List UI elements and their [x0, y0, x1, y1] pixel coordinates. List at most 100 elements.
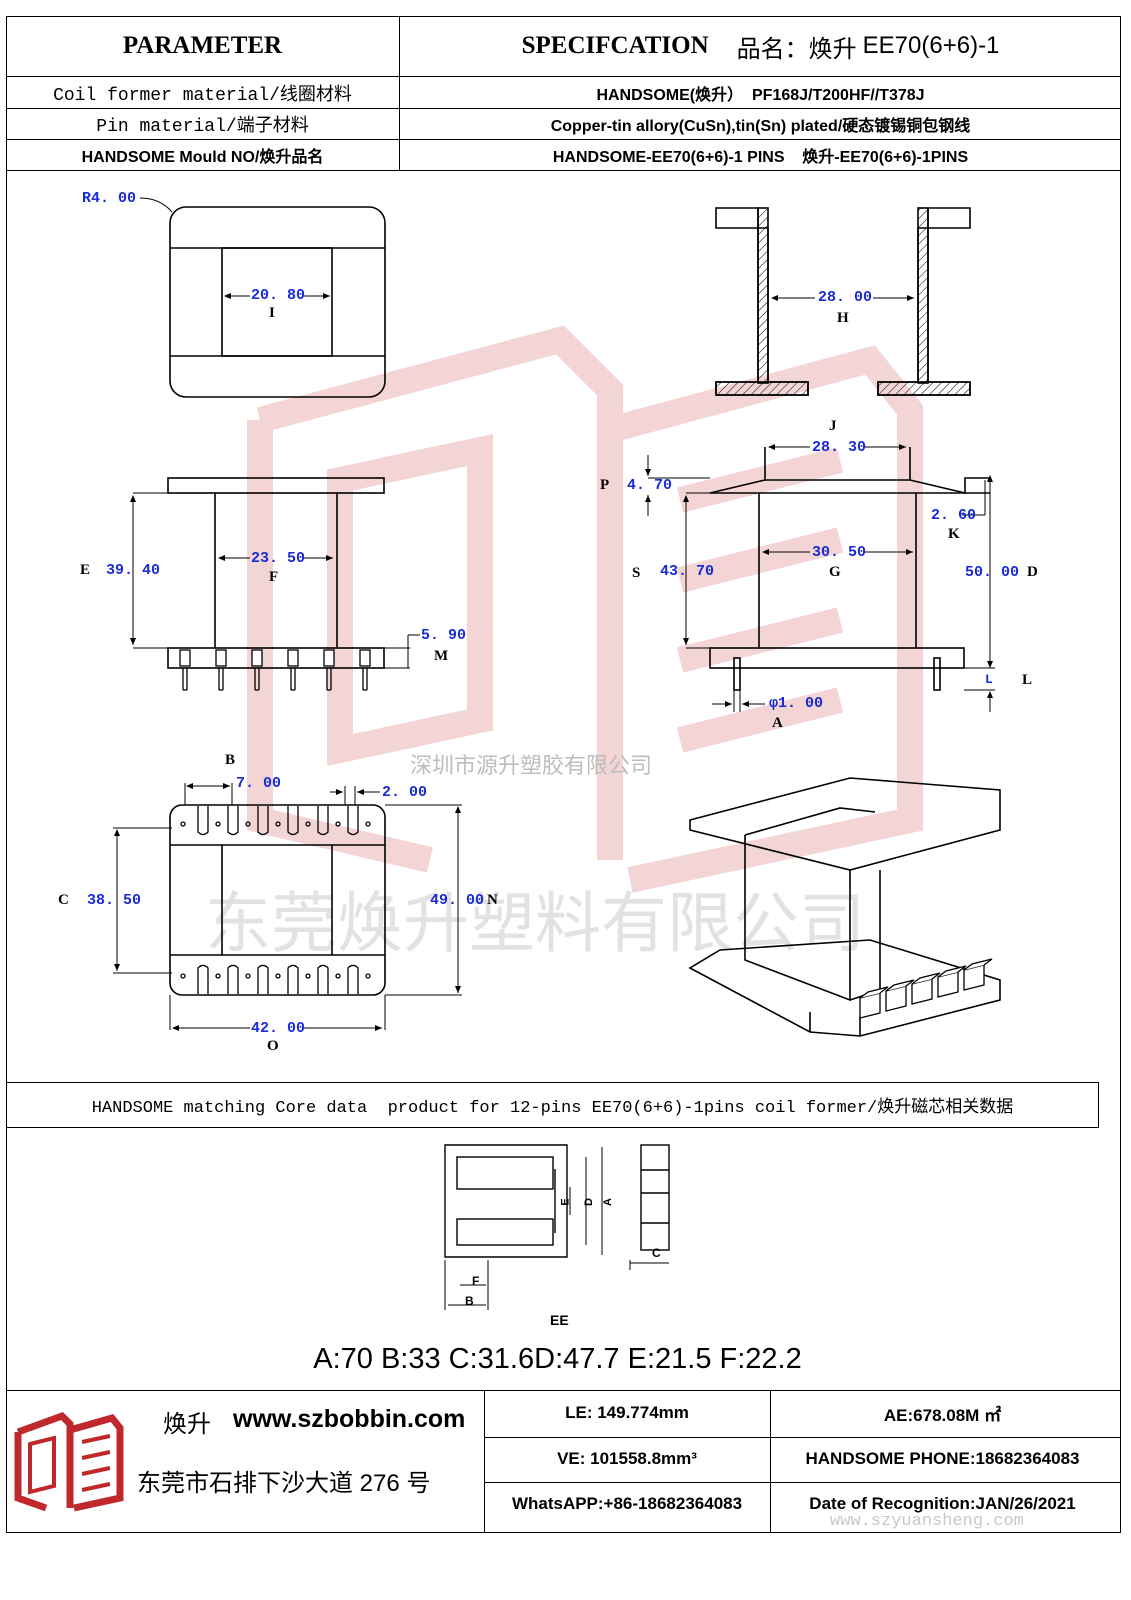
company-logo	[14, 1411, 124, 1512]
bottom-pin-slot	[197, 964, 221, 994]
marker-b: B	[225, 752, 236, 768]
marker-n: N	[487, 892, 498, 908]
footer-date: Date of Recognition:JAN/26/2021	[809, 1493, 1076, 1513]
marker-m: M	[434, 648, 449, 664]
pin-material-value: Copper-tin allory(CuSn),tin(Sn) plated/硬…	[550, 118, 971, 135]
marker-j: J	[829, 418, 837, 434]
front-pins	[179, 649, 371, 691]
page-frame	[6, 16, 1121, 1533]
front-pin	[215, 649, 227, 691]
watermark-company-small: 深圳市源升塑胶有限公司	[410, 754, 653, 779]
marker-d: D	[1027, 564, 1038, 580]
product-model: EE70(6+6)-1	[862, 32, 1000, 59]
bottom-pin-slot	[227, 806, 251, 836]
marker-g: G	[829, 564, 841, 580]
footer-website[interactable]: www.szbobbin.com	[233, 1405, 466, 1433]
pin-material-row: Pin material/端子材料 Copper-tin allory(CuSn…	[6, 109, 1121, 140]
spec-title: SPECIFCATION	[521, 32, 709, 59]
footer	[6, 1390, 1121, 1533]
marker-k: K	[948, 526, 960, 542]
core-letter-c: C	[652, 1246, 661, 1260]
bottom-pin-slot	[287, 806, 311, 836]
footer-address: 东莞市石排下沙大道 276 号	[137, 1470, 431, 1497]
iso-view-outline	[689, 777, 1001, 871]
dim-pin-width: 2. 00	[382, 784, 428, 801]
dim-n: 49. 00	[430, 892, 485, 909]
bottom-corner-dot	[180, 973, 186, 979]
marker-i: I	[269, 305, 275, 321]
dim-k: 2. 60	[931, 507, 977, 524]
footer-whatsapp: WhatsAPP:+86-18682364083	[511, 1493, 743, 1513]
footer-phone: HANDSOME PHONE:18682364083	[805, 1448, 1080, 1468]
bottom-pin-slot	[227, 964, 251, 994]
mould-no-row: HANDSOME Mould NO/焕升品名 HANDSOME-EE70(6+6…	[6, 140, 1121, 171]
iso-pin-block	[859, 986, 889, 1019]
core-diagram	[444, 1144, 670, 1310]
dim-j: 28. 30	[812, 439, 867, 456]
core-caption-box: HANDSOME matching Core data product for …	[6, 1082, 1099, 1128]
dim-o: 42. 00	[251, 1020, 306, 1037]
coil-material-label: Coil former material/线圈材料	[53, 85, 352, 106]
mould-no-value: HANDSOME-EE70(6+6)-1 PINS 焕升-EE70(6+6)-1…	[552, 149, 969, 166]
header-row: PARAMETER SPECIFCATION 品名：焕升 EE70(6+6)-1	[6, 16, 1121, 77]
core-values: A:70 B:33 C:31.6D:47.7 E:21.5 F:22.2	[313, 1343, 802, 1375]
top-view-outline	[169, 206, 386, 398]
front-pin	[251, 649, 263, 691]
iso-pin-block	[937, 965, 967, 998]
marker-h: H	[837, 310, 849, 326]
dim-l: L	[985, 672, 993, 687]
bottom-pins	[180, 806, 371, 994]
front-pin	[359, 649, 371, 691]
iso-pin-block	[885, 979, 915, 1012]
footer-brand: 焕升	[163, 1411, 211, 1438]
iso-pin-block	[911, 972, 941, 1005]
mould-no-label: HANDSOME Mould NO/焕升品名	[81, 149, 324, 166]
core-letter-f: F	[472, 1274, 480, 1288]
bottom-corner-dot	[180, 821, 186, 827]
bottom-pin-slot	[287, 964, 311, 994]
bottom-view-outline	[169, 804, 386, 996]
marker-a: A	[772, 715, 783, 731]
marker-p: P	[600, 477, 610, 493]
marker-f: F	[269, 569, 279, 585]
coil-material-value: HANDSOME(焕升） PF168J/T200HF//T378J	[596, 86, 925, 104]
marker-l: L	[1022, 672, 1033, 688]
iso-pin-block	[963, 958, 993, 991]
footer-ae: AE:678.08M ㎡	[883, 1405, 1002, 1425]
bottom-pin-slot	[347, 964, 371, 994]
marker-e: E	[80, 562, 91, 578]
dim-b: 7. 00	[236, 775, 282, 792]
front-view-outline	[167, 477, 385, 494]
bottom-pin-slot	[197, 806, 221, 836]
front-pin	[179, 649, 191, 691]
dim-s: 43. 70	[660, 563, 715, 580]
coil-material-row: Coil former material/线圈材料 HANDSOME(焕升） P…	[6, 77, 1121, 109]
marker-o: O	[267, 1038, 279, 1054]
dim-c: 38. 50	[87, 892, 142, 909]
dim-f: 23. 50	[251, 550, 306, 567]
dim-r: R4. 00	[82, 190, 137, 207]
footer-ve: VE: 101558.8mm³	[557, 1448, 697, 1468]
bottom-pin-slot	[257, 806, 281, 836]
technical-drawings	[113, 197, 1001, 1037]
dim-h: 28. 00	[818, 289, 873, 306]
dim-i: 20. 80	[251, 287, 306, 304]
parameter-title: PARAMETER	[122, 32, 283, 59]
watermark-logo	[247, 325, 923, 893]
bottom-pin-slot	[347, 806, 371, 836]
side-view-outline	[709, 477, 990, 495]
watermark-company-large: 东莞焕升塑料有限公司	[205, 885, 865, 962]
bottom-pin-slot	[317, 964, 341, 994]
product-label: 品名：焕升	[736, 35, 857, 63]
core-letter-d: D	[582, 1198, 595, 1206]
front-pin	[323, 649, 335, 691]
footer-le: LE: 149.774mm	[565, 1403, 689, 1422]
iso-pins	[859, 958, 993, 1019]
dim-g: 30. 50	[812, 544, 867, 561]
core-letter-b: B	[465, 1294, 474, 1308]
dim-d: 50. 00	[965, 564, 1020, 581]
core-caption: HANDSOME matching Core data product for …	[91, 1099, 1014, 1118]
dim-e: 39. 40	[106, 562, 161, 579]
pin-material-label: Pin material/端子材料	[96, 117, 309, 137]
front-pin	[287, 649, 299, 691]
